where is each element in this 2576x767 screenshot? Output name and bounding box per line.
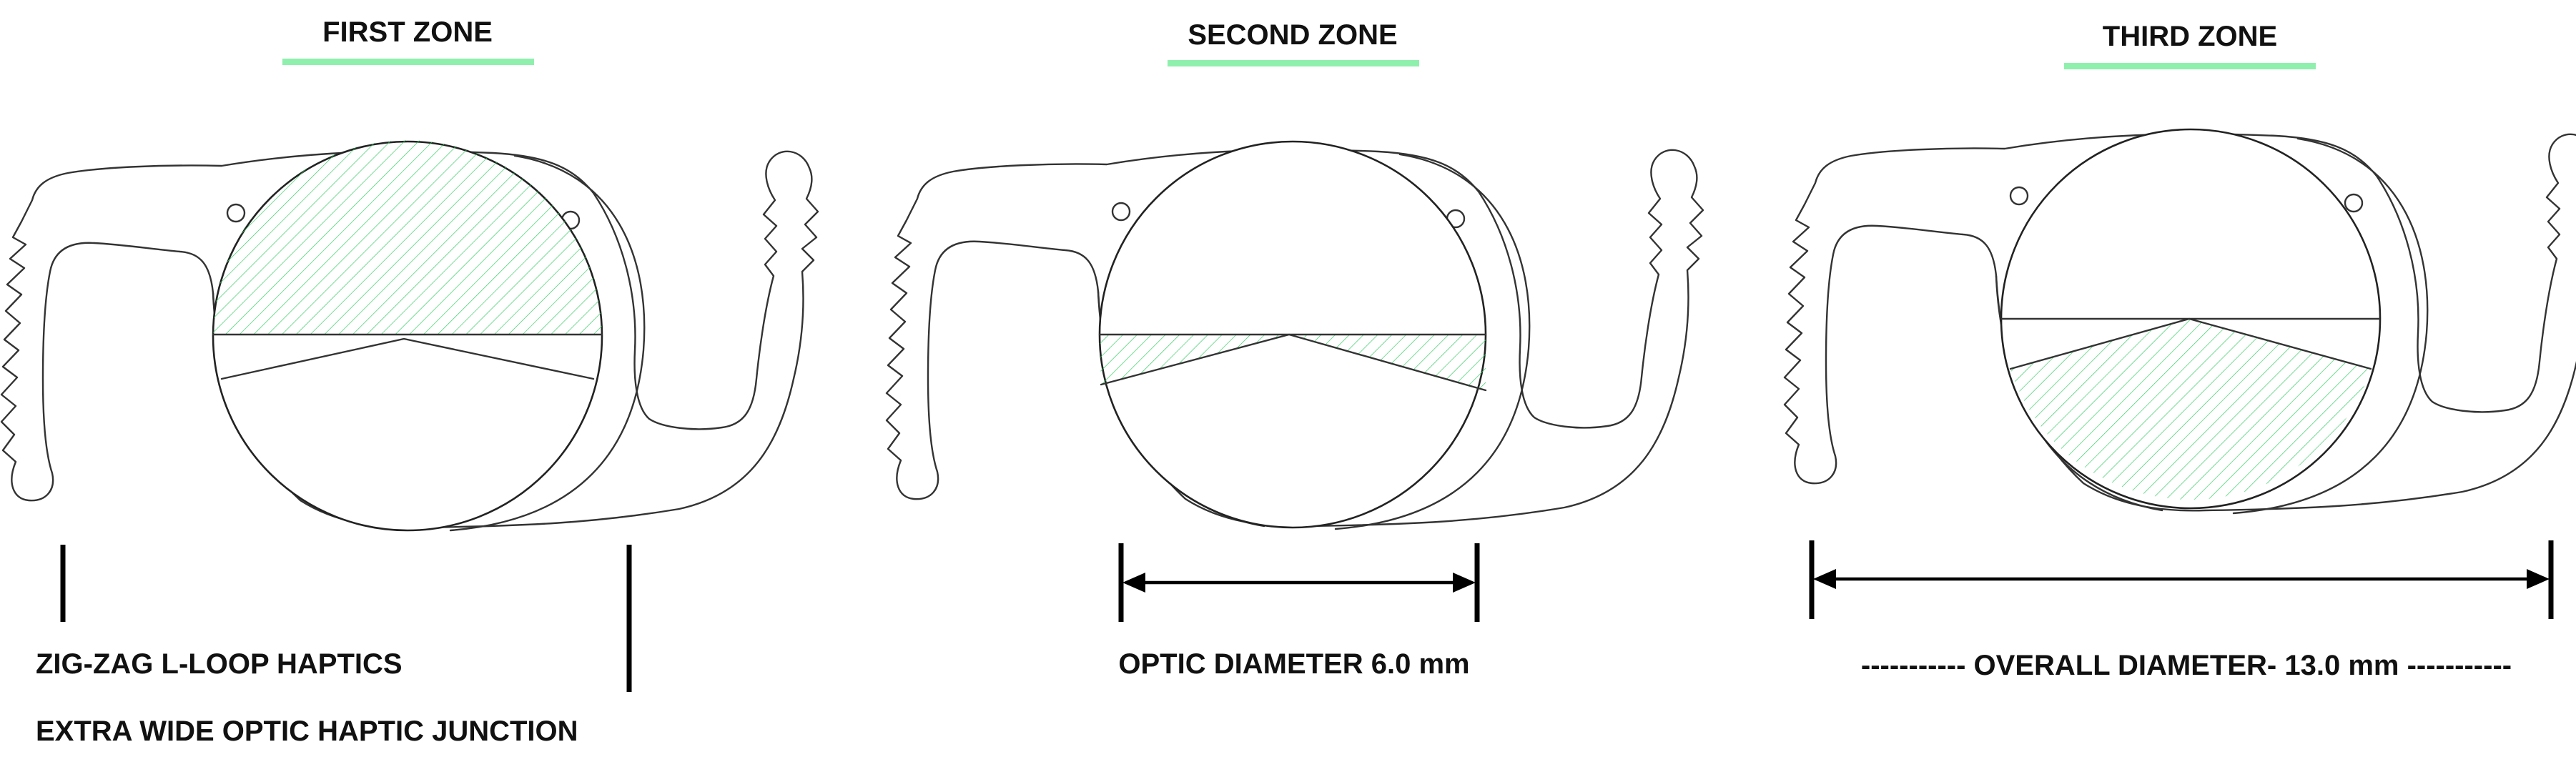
lens-2 [885, 140, 1704, 530]
overall-diameter-caption: ----------- OVERALL DIAMETER- 13.0 mm --… [1861, 650, 2512, 681]
zone-3: THIRD ZONE ----------- OVERALL DIAMETER-… [1783, 21, 2576, 681]
optic-diameter-measure [1118, 543, 1480, 622]
optic-diameter-caption: OPTIC DIAMETER 6.0 mm [1118, 648, 1469, 680]
overall-diameter-measure [1809, 540, 2554, 619]
lens-3 [1783, 128, 2576, 515]
zone-1-underline [282, 59, 534, 65]
zone-2-title: SECOND ZONE [1188, 19, 1397, 51]
zone-3-title: THIRD ZONE [2103, 21, 2277, 52]
hatched-zone-3 [2010, 319, 2371, 500]
junction-caption: EXTRA WIDE OPTIC HAPTIC JUNCTION [36, 716, 578, 747]
hatched-zone-1 [213, 140, 602, 335]
zone-1: FIRST ZONE ZIG-ZAG L-LOOP HAPTICS EXTRA … [0, 16, 819, 747]
zone-3-underline [2064, 63, 2316, 69]
zone-2: SECOND ZONE OPTIC DIAMETER 6.0 mm [885, 19, 1704, 680]
hatched-zone-2 [1100, 335, 1486, 390]
haptics-caption: ZIG-ZAG L-LOOP HAPTICS [36, 648, 403, 680]
zone-2-underline [1168, 60, 1419, 66]
zone-1-title: FIRST ZONE [322, 16, 493, 48]
lens-1 [0, 140, 819, 532]
